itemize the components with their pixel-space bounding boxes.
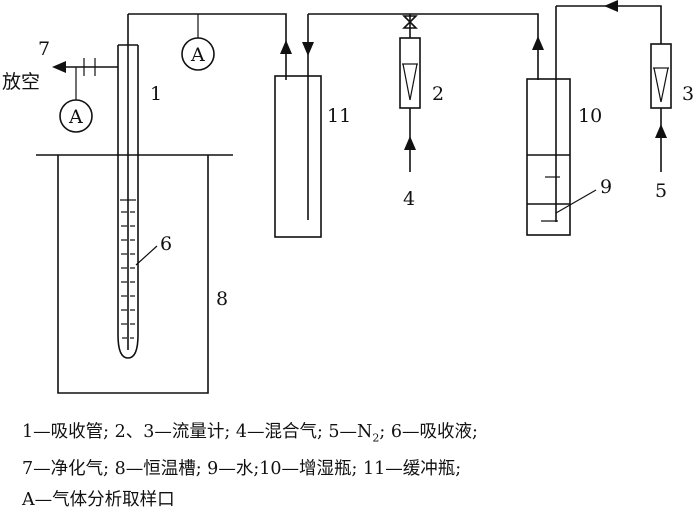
label-2: 2: [432, 83, 444, 105]
thermostatic-bath: [36, 154, 233, 394]
arrow-left-icon: [52, 61, 66, 73]
flow-meter-3: [650, 43, 672, 172]
label-6: 6: [160, 233, 172, 255]
caption-line-2: 7—净化气; 8—恒温槽; 9—水;10—增湿瓶; 11—缓冲瓶;: [22, 458, 462, 479]
vent-label: 放空: [2, 71, 40, 93]
flow-meter-2: [399, 14, 421, 172]
label-5: 5: [655, 180, 667, 202]
connecting-pipe-top-middle: [308, 13, 544, 80]
arrow-up-icon: [404, 136, 416, 150]
label-10: 10: [578, 105, 602, 127]
label-1: 1: [150, 83, 162, 105]
caption-line-1: 1—吸收管; 2、3—流量计; 4—混合气; 5—N2; 6—吸收液;: [22, 422, 478, 445]
absorption-liquid: [120, 199, 158, 339]
absorption-apparatus-diagram: 8 1 6 7 放空: [2, 0, 694, 394]
label-9: 9: [600, 176, 612, 198]
connecting-pipe-top-right: [556, 0, 662, 44]
vent-line: [52, 58, 118, 100]
label-8: 8: [216, 288, 228, 310]
connecting-pipe-top-left: [128, 13, 292, 80]
arrow-down-icon: [302, 42, 314, 56]
caption-line-3: A—气体分析取样口: [22, 489, 175, 510]
humidifier-bottle: [526, 6, 597, 236]
valve-icon: [402, 15, 418, 29]
analyzer-port-vent: A: [59, 99, 93, 133]
label-11: 11: [327, 105, 351, 127]
analyzer-label-vent: A: [68, 106, 83, 128]
label-3: 3: [682, 83, 694, 105]
absorption-tube: [117, 14, 139, 359]
arrow-up-icon: [280, 40, 292, 54]
legend-caption: 1—吸收管; 2、3—流量计; 4—混合气; 5—N2; 6—吸收液; 7—净化…: [22, 417, 692, 516]
arrow-up-icon: [655, 124, 667, 138]
analyzer-port-top: A: [181, 37, 215, 71]
arrow-left-icon: [604, 0, 618, 12]
label-4: 4: [403, 188, 415, 210]
analyzer-label-top: A: [190, 44, 205, 66]
label-7: 7: [38, 38, 50, 60]
buffer-bottle: [274, 14, 322, 238]
arrow-up-icon: [532, 36, 544, 50]
